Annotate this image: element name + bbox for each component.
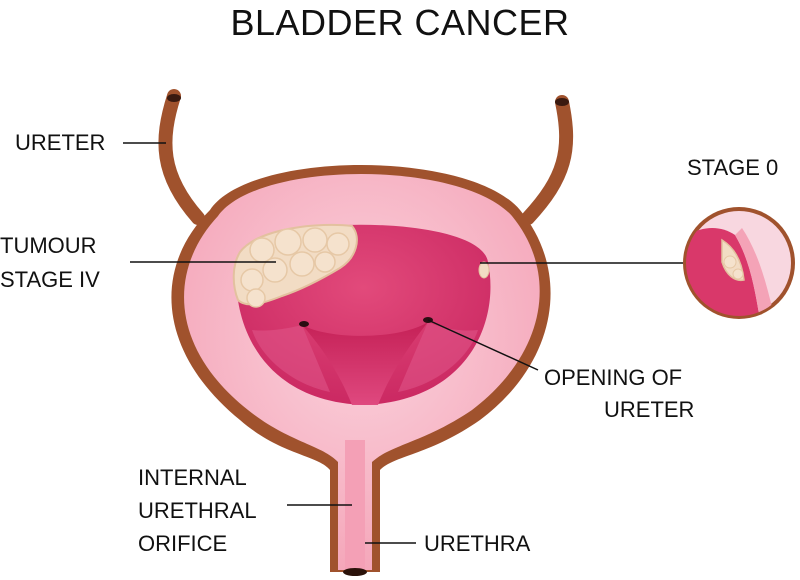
label-urethra: URETHRA xyxy=(424,531,531,556)
leader-opening xyxy=(427,319,539,371)
label-internal-line1: INTERNAL xyxy=(138,465,247,490)
right-ureter xyxy=(521,95,574,225)
label-ureter: URETER xyxy=(15,130,106,155)
tumour-stage-0-spot xyxy=(478,261,490,279)
urethra-channel xyxy=(345,440,365,572)
page-title: BLADDER CANCER xyxy=(230,2,570,43)
label-opening-line2: URETER xyxy=(604,397,695,422)
left-ureter-opening xyxy=(167,94,181,102)
urethra-opening xyxy=(343,568,367,576)
ureter-opening-left xyxy=(299,321,309,327)
label-stage-0: STAGE 0 xyxy=(687,155,779,180)
label-tumour-line1: TUMOUR xyxy=(0,233,97,258)
label-internal-line3: ORIFICE xyxy=(138,531,228,556)
label-opening-line1: OPENING OF xyxy=(544,365,683,390)
stage-0-inset xyxy=(683,207,795,319)
label-tumour-line2: STAGE IV xyxy=(0,267,100,292)
left-ureter xyxy=(158,89,205,225)
right-ureter-opening xyxy=(555,98,569,106)
tumour-stage-iv xyxy=(232,223,358,308)
trigone xyxy=(302,322,428,405)
label-internal-line2: URETHRAL xyxy=(138,498,257,523)
